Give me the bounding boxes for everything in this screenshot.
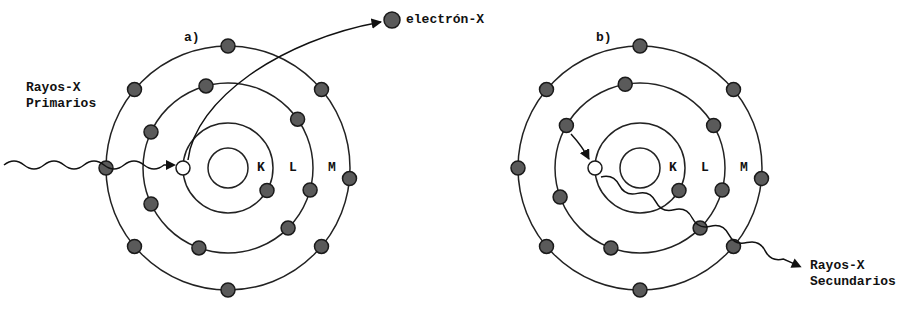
shell-letter: M [740,160,748,176]
shell-letter: M [328,160,336,176]
shell-letter: L [701,160,709,176]
shell-letter: L [289,160,297,176]
panel-letter: b) [596,30,612,46]
shell-letter: K [669,160,677,176]
panel-letter: a) [184,30,200,46]
ray-label: Rayos-X Secundarios [810,258,900,290]
particle-label: electrón-X [406,12,484,28]
ray-label: Rayos-X Primarios [26,80,108,112]
shell-letter: K [257,160,265,176]
